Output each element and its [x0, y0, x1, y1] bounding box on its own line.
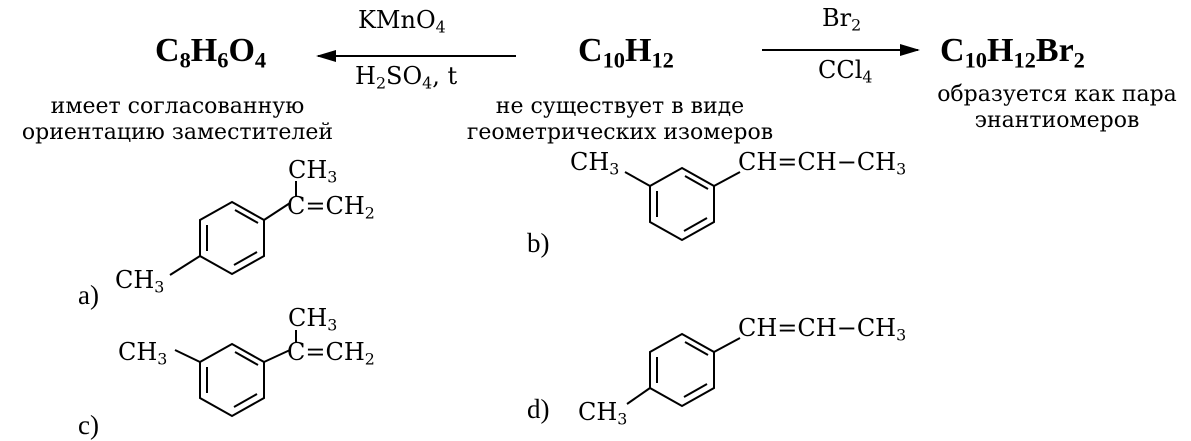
note-right: образуется как пара энантиомеров — [912, 84, 1191, 132]
ring-d-double-1 — [684, 341, 709, 356]
ring-a-double-2 — [233, 251, 258, 266]
ring-c-double-1 — [234, 351, 259, 366]
ch3-label-c-top: CH3 — [288, 304, 338, 335]
vinyl-label-c: C=CH2 — [287, 338, 375, 369]
reagent-br2: Br2 — [822, 4, 862, 35]
note-left-line1: имеет согласованную — [50, 94, 305, 119]
note-right-line2: энантиомеров — [974, 108, 1140, 133]
formula-c10h12: C10H12 — [578, 32, 674, 73]
note-left-line2: ориентацию заместителей — [21, 120, 334, 145]
note-center: не существует в виде геометрических изом… — [455, 96, 785, 144]
reagent-ccl4: CCl4 — [818, 56, 873, 87]
propenyl-label-b: CH=CH−CH3 — [738, 148, 907, 179]
vinyl-label-a: C=CH2 — [287, 192, 375, 223]
benzene-ring-b — [649, 166, 715, 242]
bond-b-ch — [713, 171, 741, 187]
note-left: имеет согласованную ориентацию заместите… — [0, 96, 355, 144]
option-label-d: d) — [527, 394, 550, 424]
benzene-ring-c — [199, 342, 265, 418]
ch3-label-a-top: CH3 — [288, 156, 338, 187]
propenyl-label-d: CH=CH−CH3 — [738, 314, 907, 345]
bond-a-ch3 — [169, 255, 201, 276]
option-label-b: b) — [527, 228, 550, 258]
ring-c-double-2 — [233, 393, 258, 408]
note-right-line1: образуется как пара — [937, 82, 1177, 107]
bond-c-c — [263, 349, 291, 363]
ring-b-double-1 — [684, 175, 709, 190]
formula-c10h12br2: C10H12Br2 — [940, 32, 1085, 73]
note-center-line2: геометрических изомеров — [466, 120, 774, 145]
ch3-label-b-ring: CH3 — [570, 148, 620, 179]
bond-d-ch3 — [626, 387, 651, 405]
reagent-kmno4: KMnO4 — [358, 6, 446, 37]
ch3-label-c-ring: CH3 — [118, 338, 168, 369]
reagent-h2so4-heat: H2SO4, t — [355, 62, 458, 93]
ring-b-double-2 — [683, 217, 708, 232]
formula-c8h6o4: C8H6O4 — [155, 32, 267, 73]
ring-d-double-2 — [683, 383, 708, 398]
bond-b-ch3 — [624, 171, 651, 187]
ch3-label-d-ring: CH3 — [578, 398, 628, 429]
ch3-label-a-ring: CH3 — [115, 266, 165, 297]
benzene-ring-a — [199, 200, 265, 276]
bond-c-ch3 — [174, 349, 201, 363]
ring-a-double-1 — [234, 209, 259, 224]
bond-d-ch — [713, 337, 741, 353]
option-label-c: c) — [78, 410, 99, 440]
note-center-line1: не существует в виде — [495, 94, 745, 119]
benzene-ring-d — [649, 332, 715, 408]
option-label-a: a) — [78, 280, 99, 310]
bond-a-c — [263, 202, 291, 221]
